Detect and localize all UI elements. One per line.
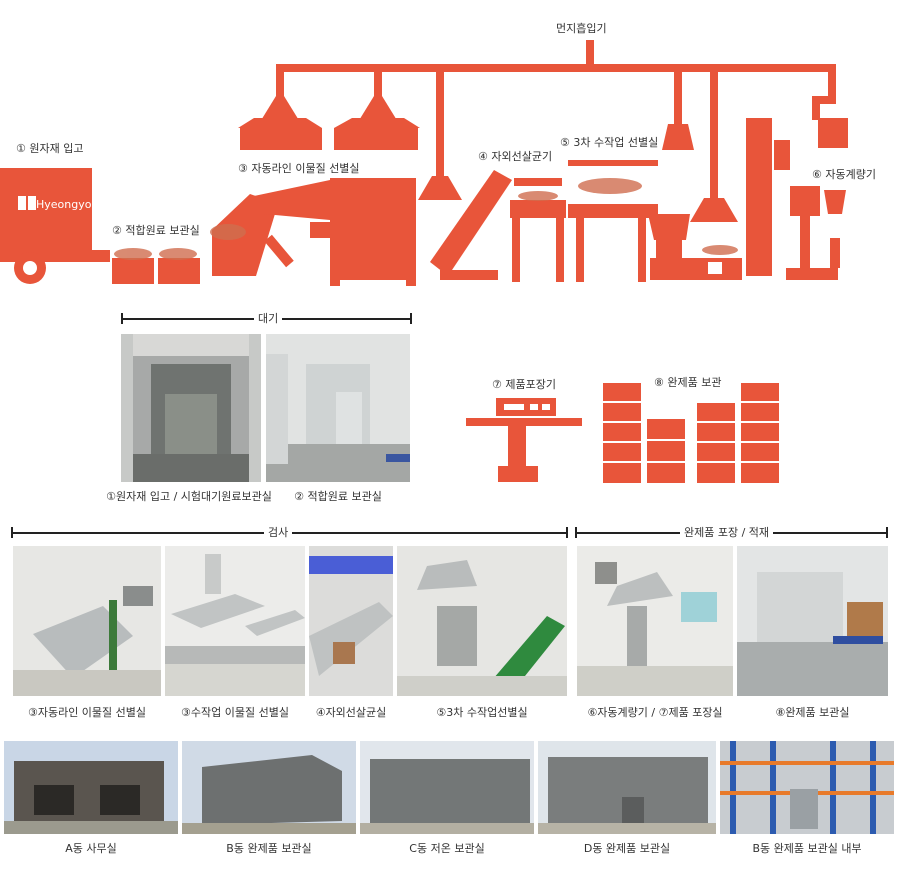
step7-label: ⑦ 제품포장기	[492, 378, 556, 391]
building-caption-b: B동 완제품 보관실	[226, 842, 312, 855]
dust-collector-label: 먼지흡입기	[556, 22, 607, 35]
packaging-caption-2: ⑧완제품 보관실	[775, 706, 850, 719]
photo-building-c	[360, 741, 534, 834]
truck-brand: Hyeongyoul	[36, 198, 102, 211]
building-caption-d: D동 완제품 보관실	[583, 842, 671, 855]
standby-tick-left	[121, 313, 123, 324]
inspection-caption-3: ④자외선살균실	[315, 706, 387, 719]
truck	[0, 168, 110, 284]
standby-caption-1: ①원자재 입고 / 시험대기원료보관실	[106, 490, 272, 503]
building-caption-b-interior: B동 완제품 보관실 내부	[752, 842, 862, 855]
dust-duct	[276, 40, 836, 198]
hood-2	[334, 96, 420, 150]
inspection-caption-1: ③자동라인 이물질 선별실	[27, 706, 147, 719]
inspection-tick-left	[11, 527, 13, 538]
inspection-caption-4: ⑤3차 수작업선별실	[436, 706, 528, 719]
photo-auto-sorting	[13, 546, 161, 696]
photo-storage-room	[266, 334, 410, 482]
photo-building-b-interior	[720, 741, 894, 834]
hood-1	[238, 96, 322, 150]
step3-label: ③ 자동라인 이물질 선별실	[238, 162, 360, 175]
product-boxes	[601, 381, 781, 485]
standby-title: 대기	[254, 312, 283, 326]
inspection-caption-2: ③수작업 이물질 선별실	[181, 706, 289, 719]
step1-label: ① 원자재 입고	[16, 142, 84, 155]
packaging-caption-1: ⑥자동계량기 / ⑦제품 포장실	[587, 706, 723, 719]
manual-table	[568, 160, 658, 282]
standby-tick-right	[410, 313, 412, 324]
step4-label: ④ 자외선살균기	[478, 150, 553, 163]
sorting-machine	[310, 178, 416, 286]
photo-uv-sterilizer	[309, 546, 393, 696]
conveyor	[430, 170, 512, 280]
uv-table	[510, 178, 566, 282]
photo-product-storage	[737, 546, 888, 696]
photo-weigher-packer	[577, 546, 733, 696]
sorting-hopper	[212, 180, 330, 276]
photo-manual-sorting	[165, 546, 305, 696]
photo-building-d	[538, 741, 716, 834]
photo-receiving-room	[121, 334, 261, 482]
packaging-tick-left	[575, 527, 577, 538]
inspection-title: 검사	[264, 526, 293, 540]
packaging-tick-right	[886, 527, 888, 538]
photo-building-b	[182, 741, 356, 834]
process-diagram: Hyeongyoul	[0, 40, 848, 286]
herb-piles	[114, 178, 738, 260]
step5-label: ⑤ 3차 수작업 선별실	[560, 136, 659, 149]
photo-third-sorting	[397, 546, 567, 696]
packaging-title: 완제품 포장 / 적재	[680, 526, 774, 540]
weigher	[648, 214, 742, 280]
photo-building-a	[4, 741, 178, 834]
elevator	[746, 118, 846, 280]
step8-label: ⑧ 완제품 보관	[654, 376, 722, 389]
building-caption-a: A동 사무실	[65, 842, 117, 855]
step2-label: ② 적합원료 보관실	[112, 224, 200, 237]
hood-funnel-1	[418, 176, 462, 200]
packing-machine-icon	[466, 398, 582, 482]
inspection-tick-right	[566, 527, 568, 538]
standby-caption-2: ② 적합원료 보관실	[294, 490, 382, 503]
crates	[112, 258, 200, 284]
building-caption-c: C동 저온 보관실	[409, 842, 485, 855]
step6-label: ⑥ 자동계량기	[812, 168, 876, 181]
